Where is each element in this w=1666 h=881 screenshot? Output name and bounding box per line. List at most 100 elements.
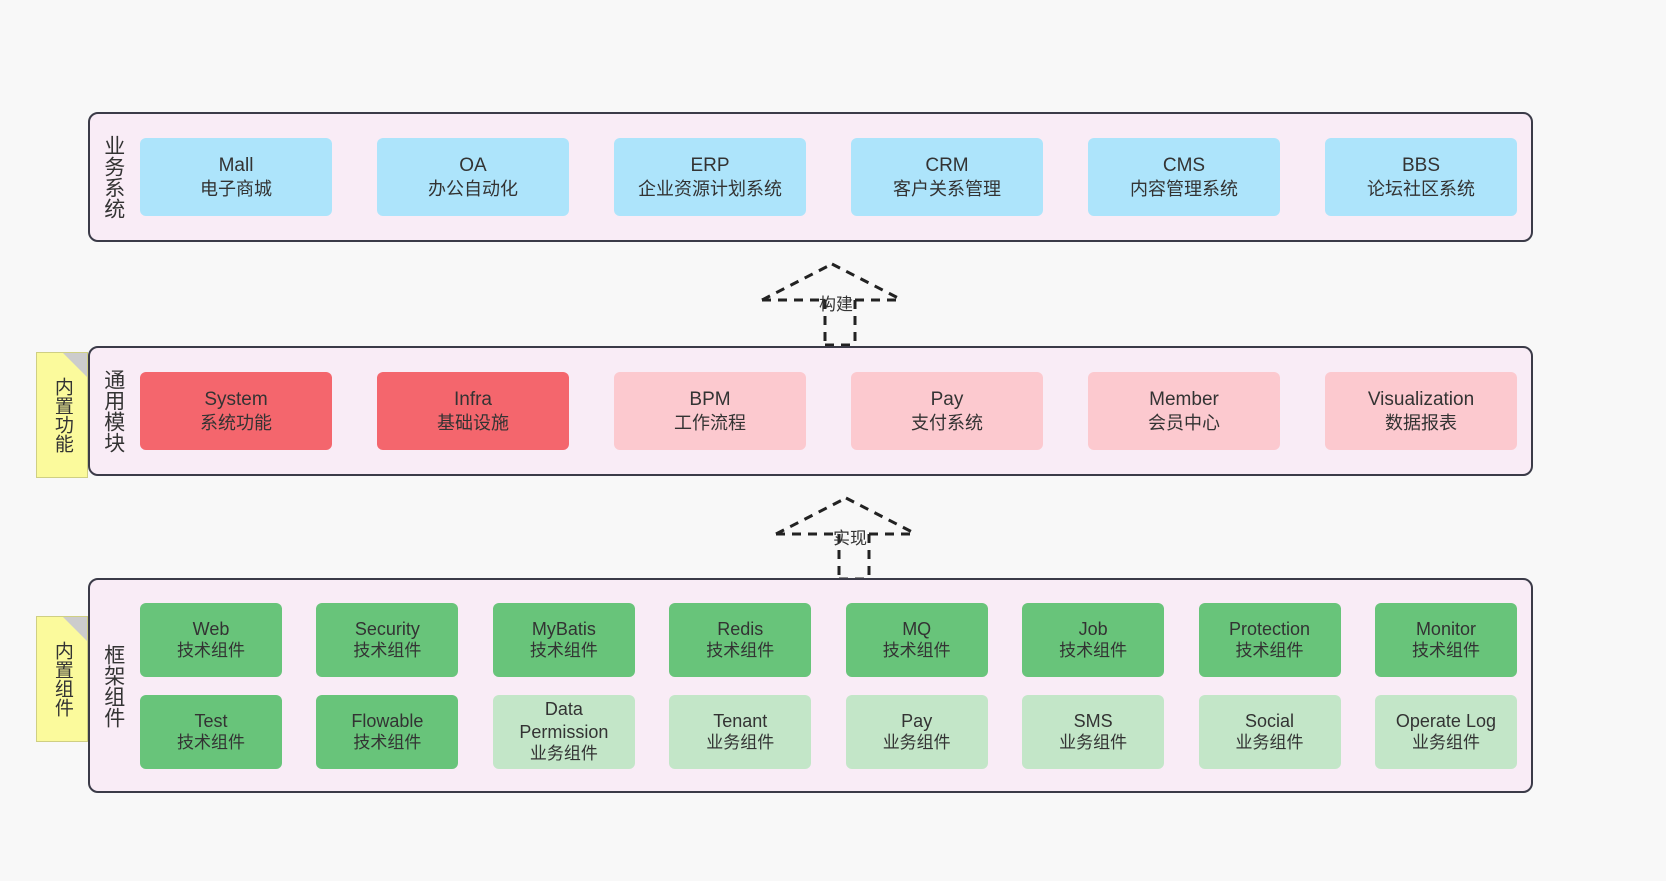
node-subtitle: 论坛社区系统 — [1367, 178, 1475, 199]
node-infra[interactable]: Infra 基础设施 — [377, 372, 569, 450]
node-subtitle: 客户关系管理 — [893, 178, 1001, 199]
node-title: Operate Log — [1395, 710, 1496, 731]
node-title: OA — [459, 154, 487, 176]
node-subtitle: 技术组件 — [353, 733, 422, 753]
node-web[interactable]: Web 技术组件 — [140, 602, 282, 677]
connector-build: 构建 — [757, 262, 907, 347]
note-label: 内置组件 — [51, 641, 73, 717]
node-title: Data Permission — [519, 699, 609, 742]
node-title: SMS — [1073, 710, 1113, 731]
node-crm[interactable]: CRM 客户关系管理 — [851, 138, 1043, 216]
node-subtitle: 技术组件 — [706, 641, 775, 661]
node-subtitle: 技术组件 — [1235, 641, 1304, 661]
node-subtitle: 技术组件 — [177, 641, 245, 661]
node-subtitle: 业务组件 — [1411, 733, 1480, 753]
node-title: Visualization — [1367, 388, 1475, 410]
connector-implement-label: 实现 — [833, 529, 867, 548]
node-title: System — [204, 388, 268, 410]
node-title: Test — [194, 710, 228, 731]
node-system[interactable]: System 系统功能 — [140, 372, 332, 450]
node-subtitle: 业务组件 — [706, 733, 775, 753]
node-title: CMS — [1162, 154, 1206, 176]
layer-common-modules: 通用模块 System 系统功能 Infra 基础设施 BPM 工作流程 Pay… — [88, 346, 1533, 476]
node-title: Monitor — [1415, 618, 1476, 639]
node-title: BPM — [689, 388, 731, 410]
node-tenant[interactable]: Tenant 业务组件 — [669, 694, 812, 769]
node-title: CRM — [925, 154, 969, 176]
node-title: Tenant — [713, 710, 768, 731]
node-title: Pay — [901, 710, 933, 731]
node-title: Infra — [453, 388, 493, 410]
node-subtitle: 技术组件 — [177, 733, 245, 753]
node-subtitle: 支付系统 — [911, 412, 983, 433]
node-subtitle: 电子商城 — [200, 178, 272, 199]
layer-body-common-modules: System 系统功能 Infra 基础设施 BPM 工作流程 Pay 支付系统… — [136, 348, 1531, 474]
node-test[interactable]: Test 技术组件 — [140, 694, 282, 769]
layer-label-business-systems: 业务系统 — [101, 135, 125, 219]
node-title: Pay — [930, 388, 964, 410]
node-cms[interactable]: CMS 内容管理系统 — [1088, 138, 1280, 216]
node-subtitle: 数据报表 — [1385, 412, 1457, 433]
note-builtin-components: 内置组件 — [36, 616, 88, 742]
note-fold-corner — [63, 617, 87, 641]
node-subtitle: 技术组件 — [529, 641, 598, 661]
node-visualization[interactable]: Visualization 数据报表 — [1325, 372, 1517, 450]
layer-body-framework-components: Web 技术组件 Security 技术组件 MyBatis 技术组件 Redi… — [136, 580, 1531, 791]
node-title: MQ — [902, 618, 932, 639]
connector-implement-arrow — [775, 496, 917, 581]
node-erp[interactable]: ERP 企业资源计划系统 — [614, 138, 806, 216]
node-subtitle: 基础设施 — [437, 412, 509, 433]
node-operate-log[interactable]: Operate Log 业务组件 — [1374, 694, 1517, 769]
connector-build-arrow — [761, 262, 903, 347]
connector-implement: 实现 — [771, 496, 921, 581]
node-oa[interactable]: OA 办公自动化 — [377, 138, 569, 216]
node-subtitle: 系统功能 — [200, 412, 272, 433]
node-subtitle: 技术组件 — [353, 641, 422, 661]
layer-framework-components: 框架组件 Web 技术组件 Security 技术组件 MyBatis 技术组件… — [88, 578, 1533, 793]
node-monitor[interactable]: Monitor 技术组件 — [1374, 602, 1517, 677]
node-data-permission[interactable]: Data Permission 业务组件 — [492, 694, 635, 769]
node-title: Security — [354, 618, 420, 639]
layer-body-business-systems: Mall 电子商城 OA 办公自动化 ERP 企业资源计划系统 CRM 客户关系… — [136, 114, 1531, 240]
node-row: Mall 电子商城 OA 办公自动化 ERP 企业资源计划系统 CRM 客户关系… — [140, 138, 1517, 216]
node-mall[interactable]: Mall 电子商城 — [140, 138, 332, 216]
node-title: Flowable — [351, 710, 424, 731]
node-row: System 系统功能 Infra 基础设施 BPM 工作流程 Pay 支付系统… — [140, 372, 1517, 450]
node-mq[interactable]: MQ 技术组件 — [845, 602, 988, 677]
node-mybatis[interactable]: MyBatis 技术组件 — [492, 602, 635, 677]
node-pay[interactable]: Pay 支付系统 — [851, 372, 1043, 450]
node-title: Web — [192, 618, 230, 639]
node-subtitle: 技术组件 — [882, 641, 951, 661]
node-title: MyBatis — [531, 618, 596, 639]
node-subtitle: 业务组件 — [529, 744, 598, 764]
node-subtitle: 会员中心 — [1148, 412, 1220, 433]
node-protection[interactable]: Protection 技术组件 — [1198, 602, 1341, 677]
node-subtitle: 业务组件 — [1235, 733, 1304, 753]
node-bpm[interactable]: BPM 工作流程 — [614, 372, 806, 450]
node-subtitle: 企业资源计划系统 — [638, 178, 782, 199]
node-subtitle: 技术组件 — [1411, 641, 1480, 661]
node-member[interactable]: Member 会员中心 — [1088, 372, 1280, 450]
node-subtitle: 工作流程 — [674, 412, 746, 433]
node-social[interactable]: Social 业务组件 — [1198, 694, 1341, 769]
node-sms[interactable]: SMS 业务组件 — [1022, 694, 1165, 769]
node-title: Member — [1149, 388, 1219, 410]
node-pay-component[interactable]: Pay 业务组件 — [845, 694, 988, 769]
node-bbs[interactable]: BBS 论坛社区系统 — [1325, 138, 1517, 216]
node-subtitle: 办公自动化 — [428, 178, 518, 199]
node-row: Web 技术组件 Security 技术组件 MyBatis 技术组件 Redi… — [140, 602, 1517, 677]
node-subtitle: 业务组件 — [882, 733, 951, 753]
node-row: Test 技术组件 Flowable 技术组件 Data Permission … — [140, 694, 1517, 769]
node-title: Social — [1245, 710, 1295, 731]
node-title: BBS — [1401, 154, 1441, 176]
node-title: Redis — [717, 618, 764, 639]
node-security[interactable]: Security 技术组件 — [316, 602, 459, 677]
layer-label-common-modules: 通用模块 — [101, 369, 125, 453]
node-flowable[interactable]: Flowable 技术组件 — [316, 694, 459, 769]
node-title: ERP — [690, 154, 730, 176]
node-redis[interactable]: Redis 技术组件 — [669, 602, 812, 677]
node-job[interactable]: Job 技术组件 — [1022, 602, 1165, 677]
node-title: Protection — [1229, 618, 1311, 639]
note-label: 内置功能 — [51, 377, 73, 453]
